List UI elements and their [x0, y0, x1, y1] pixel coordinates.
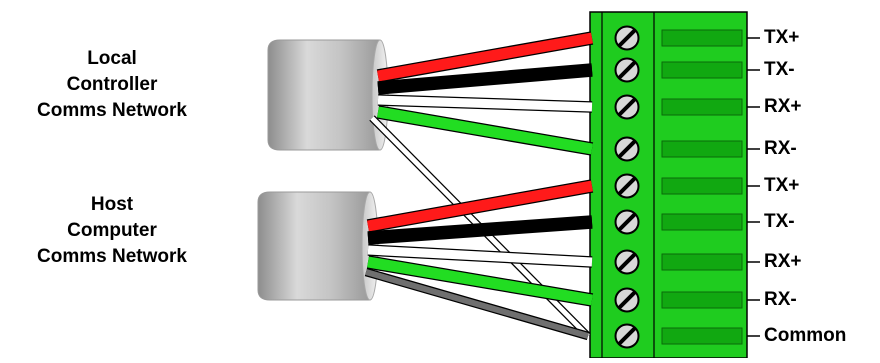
cables-layer: [257, 39, 389, 301]
terminal-label: TX-: [764, 211, 795, 232]
host-network-label-line: Computer: [67, 220, 157, 241]
cable-jacket: [267, 39, 381, 151]
wire-white: [367, 245, 593, 267]
local-network-label: Local Controller Comms Network: [0, 46, 232, 124]
host-network-label-line: Host: [90, 194, 134, 215]
wire-red: [367, 180, 593, 232]
wire-white: [377, 95, 593, 112]
terminal-screw: [614, 287, 640, 313]
terminal-slot: [661, 140, 743, 158]
wire-green: [367, 256, 593, 306]
screw-slot: [617, 290, 637, 310]
local-network-label-line: Comms Network: [37, 100, 187, 121]
screw-slot: [617, 97, 637, 117]
terminal-label: TX+: [764, 175, 800, 196]
host-network-label: Host Computer Comms Network: [0, 192, 232, 270]
terminal-label: RX-: [764, 138, 797, 159]
terminal-slot: [661, 61, 743, 79]
wire-red: [377, 32, 593, 82]
screw-slot: [617, 28, 637, 48]
terminal-slot: [661, 177, 743, 195]
local-network-label-line: Controller: [66, 74, 158, 95]
screw-slot: [617, 176, 637, 196]
screw-slot: [617, 252, 637, 272]
wire-green: [377, 106, 593, 155]
terminal-screw: [614, 173, 640, 199]
terminal-slot: [661, 327, 743, 345]
terminal-slot: [661, 253, 743, 271]
terminal-screw: [614, 94, 640, 120]
wire-black: [377, 64, 593, 94]
cable-jacket: [257, 191, 371, 301]
host-cable: [257, 191, 379, 301]
terminal-screw: [614, 136, 640, 162]
terminal-label: TX+: [764, 27, 800, 48]
screw-slot: [617, 212, 637, 232]
terminal-screw: [614, 323, 640, 349]
terminal-screw: [614, 25, 640, 51]
terminal-block: [589, 11, 760, 359]
wire-shield-host: [365, 269, 589, 339]
terminal-screw: [614, 57, 640, 83]
wires-layer: [364, 31, 594, 341]
wire-black: [367, 216, 593, 244]
terminal-label: RX+: [764, 251, 802, 272]
terminal-screw: [614, 249, 640, 275]
local-network-label-line: Local: [87, 48, 137, 69]
host-network-label-line: Comms Network: [37, 246, 187, 267]
terminal-label: RX+: [764, 96, 802, 117]
local-cable: [267, 39, 389, 151]
screw-slot: [617, 326, 637, 346]
terminal-label: RX-: [764, 289, 797, 310]
terminal-slot: [661, 29, 743, 47]
terminal-screw: [614, 209, 640, 235]
terminal-label: Common: [764, 325, 847, 346]
terminal-slot: [661, 213, 743, 231]
terminal-slot: [661, 291, 743, 309]
screw-slot: [617, 139, 637, 159]
terminal-slot: [661, 98, 743, 116]
screw-slot: [617, 60, 637, 80]
terminal-label: TX-: [764, 59, 795, 80]
